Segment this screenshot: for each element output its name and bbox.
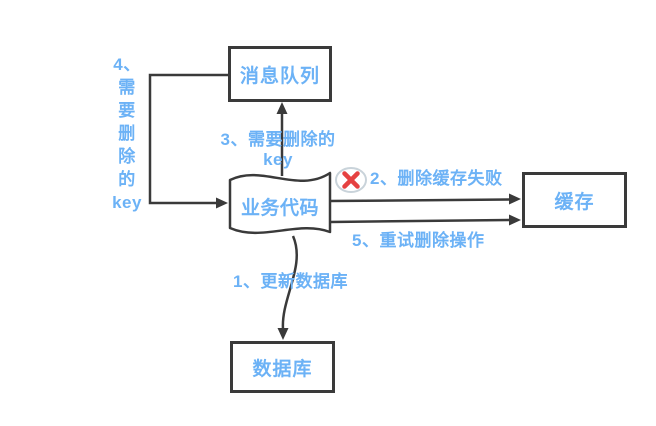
edge-step1-arrowhead: [277, 328, 289, 340]
node-cache-label: 缓存: [554, 191, 595, 213]
business-code-shape: [228, 171, 332, 235]
edge-step5-line: [329, 218, 511, 224]
edge-step2-line: [329, 198, 511, 203]
node-business-code-label: 业务代码: [240, 197, 319, 219]
node-cache: 缓存: [522, 172, 627, 228]
edge-step4-label: 4、 需 要 删 除 的 key: [112, 55, 142, 212]
node-message-queue: 消息队列: [228, 46, 332, 102]
edge-step5-label: 5、重试删除操作: [352, 231, 485, 250]
node-message-queue-label: 消息队列: [239, 65, 320, 87]
edge-step5-arrowhead: [509, 214, 521, 226]
edge-step2-arrowhead: [509, 193, 521, 205]
edge-step4-line: [148, 73, 228, 205]
node-database: 数据库: [230, 341, 335, 393]
edge-step2-label: 2、删除缓存失败: [370, 169, 503, 188]
node-database-label: 数据库: [252, 358, 313, 380]
red-x-circle-icon: [335, 167, 367, 193]
edge-step4-arrowhead: [216, 197, 228, 209]
edge-step3-label: 3、需要删除的key: [220, 130, 336, 169]
edge-step1-line: [281, 235, 298, 330]
edge-step3-arrowhead: [276, 102, 288, 114]
edge-step1-label: 1、更新数据库: [233, 272, 348, 291]
